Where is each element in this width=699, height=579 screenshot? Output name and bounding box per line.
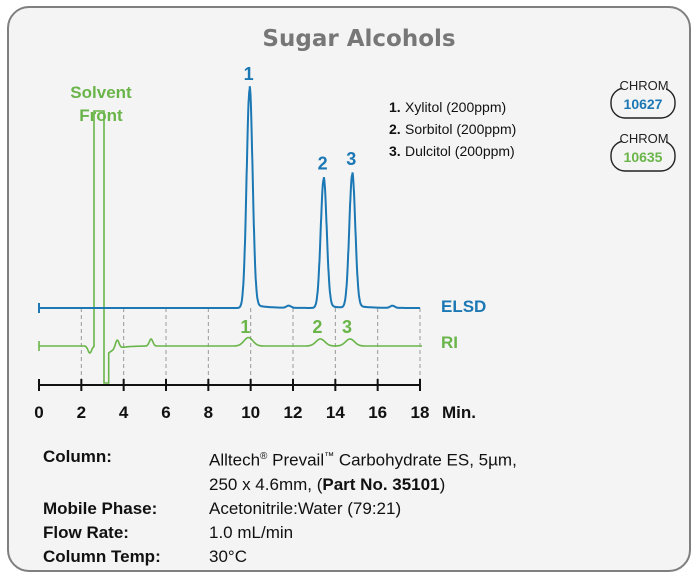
legend-text-2: Sorbitol (200ppm)	[405, 121, 516, 137]
chrom-badge-1-number: 10627	[624, 96, 663, 112]
x-tick-label-0: 0	[34, 403, 43, 422]
column-row: Column: Alltech® Prevail™ Carbohydrate E…	[43, 445, 517, 473]
x-axis-unit-label: Min.	[442, 403, 476, 422]
column-temp-value: 30°C	[209, 546, 247, 566]
flow-rate-row: Flow Rate: 1.0 mL/min	[43, 521, 517, 545]
mobile-phase-value: Acetonitrile:Water (79:21)	[209, 498, 402, 518]
x-tick-label-10: 10	[241, 403, 260, 422]
x-tick-label-8: 8	[204, 403, 213, 422]
chromatogram-card: Sugar Alcohols 1. Xylitol (200ppm) 2. So…	[7, 6, 691, 572]
chrom-badge-2: CHROM 10635	[610, 131, 676, 172]
part-number: Part No. 35101	[322, 474, 440, 494]
elsd-peak-label-2: 2	[318, 153, 328, 173]
x-tick-label-14: 14	[326, 403, 345, 422]
elsd-trace	[38, 86, 420, 313]
x-tick-label-6: 6	[161, 403, 170, 422]
column-label: Column:	[43, 447, 112, 466]
solvent-front-label-line2: Front	[79, 106, 123, 125]
ri-peak-label-3: 3	[342, 317, 352, 337]
legend-text-1: Xylitol (200ppm)	[405, 99, 506, 115]
trademark-mark: ™	[324, 451, 335, 462]
column-spec: Carbohydrate ES, 5µm,	[334, 450, 517, 470]
chromatogram-chart: Sugar Alcohols 1. Xylitol (200ppm) 2. So…	[34, 26, 676, 422]
column-row-2: 250 x 4.6mm, (Part No. 35101)	[43, 473, 517, 497]
elsd-series-label: ELSD	[441, 297, 486, 316]
legend-num-3: 3.	[389, 143, 401, 159]
ri-trace	[39, 110, 422, 384]
x-tick-label-18: 18	[411, 403, 430, 422]
column-temp-row: Column Temp: 30°C	[43, 545, 517, 569]
column-temp-label: Column Temp:	[43, 546, 161, 566]
ri-peak-label-2: 2	[312, 317, 322, 337]
elsd-peak-label-3: 3	[346, 149, 356, 169]
registered-mark: ®	[260, 451, 268, 462]
chrom-badge-1-gap	[622, 78, 666, 94]
mobile-phase-row: Mobile Phase: Acetonitrile:Water (79:21)	[43, 497, 517, 521]
x-tick-label-12: 12	[284, 403, 303, 422]
x-tick-label-4: 4	[119, 403, 129, 422]
ri-peak-label-1: 1	[240, 317, 250, 337]
chrom-badge-2-number: 10635	[624, 149, 663, 165]
flow-rate-value: 1.0 mL/min	[209, 522, 294, 542]
column-value-line2: 250 x 4.6mm, (Part No. 35101)	[209, 473, 445, 497]
mobile-phase-label: Mobile Phase:	[43, 498, 158, 518]
x-axis: 0 2 4 6 8 10 12 14 16 18	[34, 379, 429, 422]
column-value-line1: Alltech® Prevail™ Carbohydrate ES, 5µm,	[209, 445, 517, 473]
chrom-badge-2-label: CHROM	[619, 131, 668, 146]
compound-legend: 1. Xylitol (200ppm) 2. Sorbitol (200ppm)…	[389, 99, 516, 159]
chart-title: Sugar Alcohols	[262, 26, 455, 52]
column-close-paren: )	[439, 474, 446, 494]
x-tick-label-2: 2	[77, 403, 86, 422]
legend-num-1: 1.	[389, 99, 401, 115]
chrom-badge-1: CHROM 10627	[610, 78, 676, 119]
chrom-badge-1-label: CHROM	[619, 78, 668, 93]
x-tick-label-16: 16	[368, 403, 387, 422]
legend-num-2: 2.	[389, 121, 401, 137]
solvent-front-label-line1: Solvent	[70, 83, 132, 102]
column-dimensions: 250 x 4.6mm, (	[209, 474, 323, 494]
ri-series-label: RI	[441, 333, 458, 352]
flow-rate-label: Flow Rate:	[43, 522, 129, 542]
method-details: Column: Alltech® Prevail™ Carbohydrate E…	[43, 445, 517, 569]
elsd-peak-label-1: 1	[244, 64, 254, 84]
legend-text-3: Dulcitol (200ppm)	[405, 143, 515, 159]
chrom-badge-2-gap	[622, 131, 666, 147]
column-product: Prevail	[267, 450, 325, 470]
column-brand: Alltech	[209, 450, 261, 470]
